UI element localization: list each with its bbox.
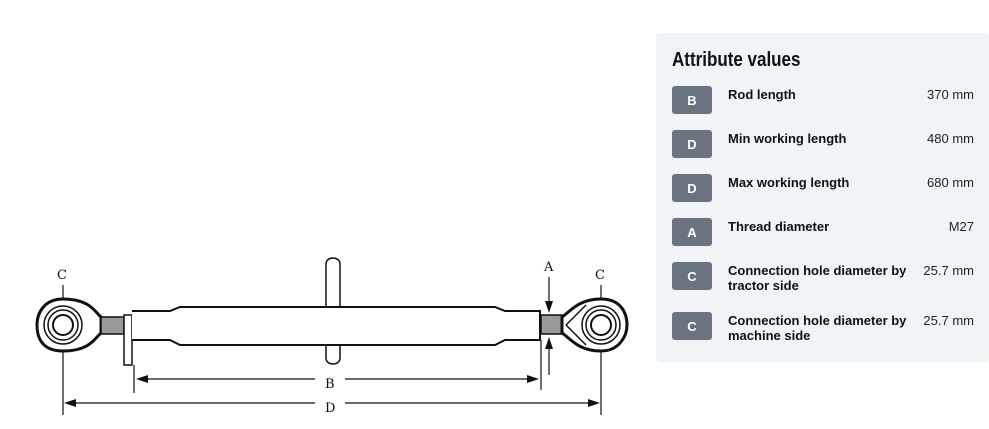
attribute-label: Thread diameter xyxy=(728,219,830,234)
attribute-label: Min working length xyxy=(728,131,847,146)
left-eye xyxy=(35,297,103,353)
label-b: B xyxy=(325,377,335,392)
left-thread xyxy=(100,316,125,335)
attribute-badge: B xyxy=(672,86,712,114)
attribute-label: Rod length xyxy=(728,87,796,102)
right-eye xyxy=(560,297,629,353)
attribute-badge: C xyxy=(672,262,712,290)
label-a: A xyxy=(543,260,554,275)
attribute-row: C Connection hole diameter by tractor sid… xyxy=(672,262,974,293)
attribute-label: Connection hole diameter by tractor side xyxy=(728,263,907,293)
attribute-label: Max working length xyxy=(728,175,850,190)
attribute-value: 25.7 mm xyxy=(923,313,974,328)
attribute-row: D Max working length 680 mm xyxy=(672,174,974,202)
attribute-value: 680 mm xyxy=(927,175,974,190)
lever-upper xyxy=(325,257,341,307)
attribute-badge: C xyxy=(672,312,712,340)
attribute-badge: D xyxy=(672,130,712,158)
attribute-value: M27 xyxy=(948,219,974,234)
attribute-row: D Min working length 480 mm xyxy=(672,130,974,158)
top-link-diagram: C C A B D xyxy=(35,257,629,416)
attribute-values-panel: Attribute values B Rod length 370 mm D Min … xyxy=(656,33,989,362)
attribute-value: 25.7 mm xyxy=(923,263,974,278)
left-lock-plate xyxy=(123,314,133,366)
tube xyxy=(132,306,541,346)
attribute-badge: D xyxy=(672,174,712,202)
attribute-label: Connection hole diameter by machine side xyxy=(728,313,907,343)
attribute-row: B Rod length 370 mm xyxy=(672,86,974,114)
attribute-row: A Thread diameter M27 xyxy=(672,218,974,246)
label-c-right: C xyxy=(595,268,605,283)
label-c-left: C xyxy=(57,268,67,283)
right-thread xyxy=(540,314,563,335)
panel-title: Attribute values xyxy=(672,49,801,71)
label-d: D xyxy=(325,401,335,416)
lever-lower xyxy=(325,345,341,365)
attribute-value: 370 mm xyxy=(927,87,974,102)
attribute-value: 480 mm xyxy=(927,131,974,146)
attribute-row: C Connection hole diameter by machine sid… xyxy=(672,312,974,343)
attribute-badge: A xyxy=(672,218,712,246)
arrowheads xyxy=(64,301,600,407)
